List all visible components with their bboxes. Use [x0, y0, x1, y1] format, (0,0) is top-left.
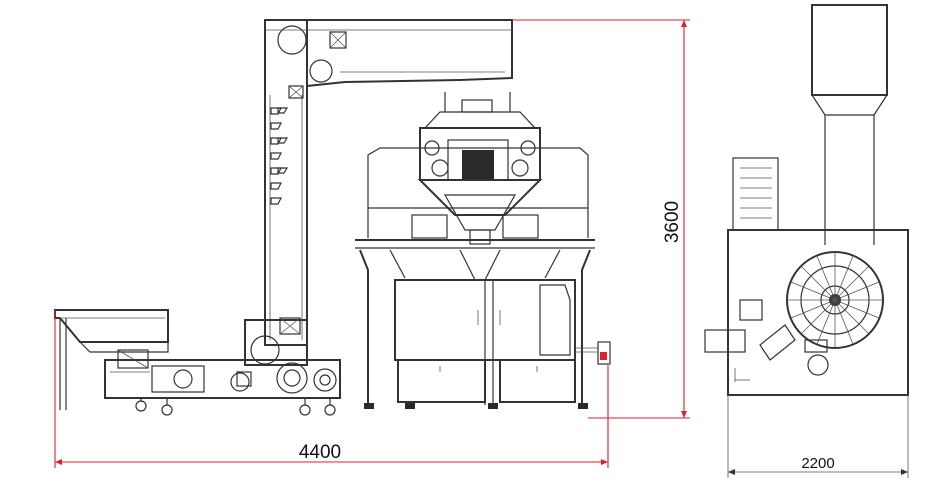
vibratory-feeder — [54, 309, 341, 416]
multihead-weigher — [417, 92, 543, 245]
access-stairs — [732, 157, 779, 231]
dimension-overall-length — [54, 310, 609, 468]
length-dimension-label: 4400 — [299, 442, 341, 463]
width-dimension-label: 2200 — [801, 455, 834, 472]
dimension-overall-width — [727, 395, 909, 478]
side-view — [704, 4, 909, 396]
bucket-elevator — [236, 19, 513, 394]
elevator-buckets — [270, 107, 289, 205]
vertical-packing-machine — [359, 249, 611, 409]
dimension-overall-height — [512, 19, 690, 419]
height-dimension-label: 3600 — [662, 201, 683, 243]
working-platform — [355, 147, 595, 249]
weigher-top-view — [786, 251, 884, 349]
